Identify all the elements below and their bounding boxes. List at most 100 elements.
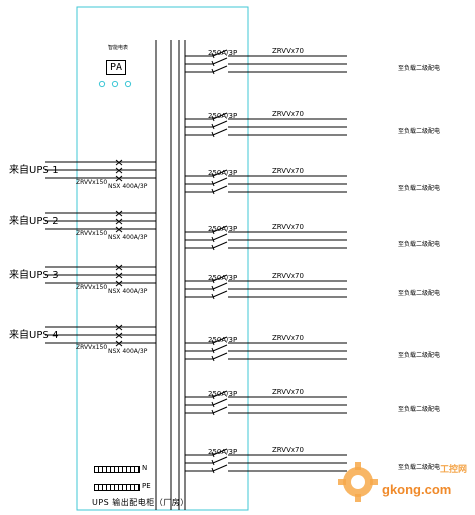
output-7-switch-tick-2 <box>211 401 215 408</box>
terminal-strip-pe <box>94 484 140 491</box>
input-3-breaker-mark-b-2 <box>115 272 123 279</box>
input-breaker-label: NSX 400A/3P <box>108 348 148 355</box>
output-2-switch-tick-2 <box>211 123 215 130</box>
input-1-breaker-mark-b-3 <box>115 175 123 182</box>
watermark-logo <box>338 462 378 502</box>
output-7-switch-3 <box>212 406 228 414</box>
output-8-switch-tick-2 <box>211 459 215 466</box>
input-breaker-label: NSX 400A/3P <box>108 288 148 295</box>
output-1-switch-tick-2 <box>211 60 215 67</box>
output-1-switch-2 <box>212 57 228 65</box>
output-4-switch-3 <box>212 241 228 249</box>
output-destination-label: 至负载二级配电 <box>398 241 441 248</box>
output-cable-label: ZRVVx70 <box>272 223 304 231</box>
cabinet-footer-title: UPS 输出配电柜（厂房） <box>92 498 189 507</box>
input-4-breaker-mark-b-1 <box>115 324 123 331</box>
meter-symbol: PA <box>106 60 126 75</box>
input-cable-label: ZRVVx150 <box>76 179 108 186</box>
output-5-switch-3 <box>212 290 228 298</box>
output-4-switch-1 <box>212 225 228 233</box>
cabinet-outline <box>76 6 249 511</box>
output-7-switch-tick-3 <box>211 409 215 416</box>
output-cable-label: ZRVVx70 <box>272 446 304 454</box>
input-source-label: 来自UPS-1 <box>9 165 59 176</box>
output-6-switch-tick-2 <box>211 347 215 354</box>
output-breaker-label: 250A/3P <box>208 336 238 344</box>
input-2-breaker-mark-b-2 <box>115 218 123 225</box>
output-2-switch-tick-3 <box>211 131 215 138</box>
input-2-breaker-mark-b-1 <box>115 210 123 217</box>
output-breaker-label: 250A/3P <box>208 274 238 282</box>
output-3-switch-tick-1 <box>211 172 215 179</box>
input-breaker-label: NSX 400A/3P <box>108 183 148 190</box>
output-2-switch-3 <box>212 128 228 136</box>
output-4-switch-tick-1 <box>211 228 215 235</box>
output-8-switch-1 <box>212 448 228 456</box>
input-2-breaker-mark-b-3 <box>115 226 123 233</box>
output-8-switch-tick-1 <box>211 451 215 458</box>
output-5-switch-tick-3 <box>211 293 215 300</box>
indicator-lamps <box>98 80 132 88</box>
output-destination-label: 至负载二级配电 <box>398 65 441 72</box>
output-cable-label: ZRVVx70 <box>272 110 304 118</box>
output-3-switch-tick-2 <box>211 180 215 187</box>
input-cable-label: ZRVVx150 <box>76 344 108 351</box>
output-cable-label: ZRVVx70 <box>272 47 304 55</box>
output-breaker-label: 250A/3P <box>208 448 238 456</box>
output-breaker-label: 250A/3P <box>208 169 238 177</box>
input-1-breaker-mark-b-2 <box>115 167 123 174</box>
output-1-switch-3 <box>212 65 228 73</box>
output-6-switch-2 <box>212 344 228 352</box>
output-destination-label: 至负载二级配电 <box>398 185 441 192</box>
input-1-breaker-mark-b-1 <box>115 159 123 166</box>
input-source-label: 来自UPS-4 <box>9 330 59 341</box>
output-cable-label: ZRVVx70 <box>272 388 304 396</box>
output-3-switch-2 <box>212 177 228 185</box>
meter-label: 智能电表 <box>108 45 129 51</box>
gear-logo-icon <box>338 462 378 502</box>
output-destination-label: 至负载二级配电 <box>398 128 441 135</box>
output-5-switch-2 <box>212 282 228 290</box>
input-3-breaker-mark-b-1 <box>115 264 123 271</box>
output-breaker-label: 250A/3P <box>208 390 238 398</box>
output-destination-label: 至负载二级配电 <box>398 352 441 359</box>
output-4-switch-2 <box>212 233 228 241</box>
output-5-switch-tick-2 <box>211 285 215 292</box>
output-2-switch-tick-1 <box>211 115 215 122</box>
input-cable-label: ZRVVx150 <box>76 230 108 237</box>
output-5-switch-tick-1 <box>211 277 215 284</box>
output-7-switch-2 <box>212 398 228 406</box>
input-source-label: 来自UPS-2 <box>9 216 59 227</box>
output-6-switch-tick-1 <box>211 339 215 346</box>
input-cable-label: ZRVVx150 <box>76 284 108 291</box>
terminal-pe-label: PE <box>142 482 151 490</box>
output-3-switch-3 <box>212 185 228 193</box>
input-4-breaker-mark-b-3 <box>115 340 123 347</box>
output-3-switch-tick-3 <box>211 188 215 195</box>
output-6-switch-tick-3 <box>211 355 215 362</box>
output-4-switch-tick-3 <box>211 244 215 251</box>
output-1-switch-1 <box>212 49 228 57</box>
input-3-breaker-mark-b-3 <box>115 280 123 287</box>
terminal-n-label: N <box>142 464 148 472</box>
watermark-site: gkong.com <box>382 482 452 497</box>
output-destination-label: 至负载二级配电 <box>398 290 441 297</box>
output-5-switch-1 <box>212 274 228 282</box>
output-8-switch-3 <box>212 464 228 472</box>
input-breaker-label: NSX 400A/3P <box>108 234 148 241</box>
output-cable-label: ZRVVx70 <box>272 167 304 175</box>
lamp-1 <box>98 80 106 88</box>
output-destination-label: 至负载二级配电 <box>398 406 441 413</box>
output-6-switch-1 <box>212 336 228 344</box>
output-breaker-label: 250A/3P <box>208 225 238 233</box>
output-2-switch-1 <box>212 112 228 120</box>
output-breaker-label: 250A/3P <box>208 112 238 120</box>
output-1-switch-tick-3 <box>211 68 215 75</box>
output-8-switch-2 <box>212 456 228 464</box>
output-3-switch-1 <box>212 169 228 177</box>
output-7-switch-1 <box>212 390 228 398</box>
output-6-switch-3 <box>212 352 228 360</box>
lamp-2 <box>111 80 119 88</box>
